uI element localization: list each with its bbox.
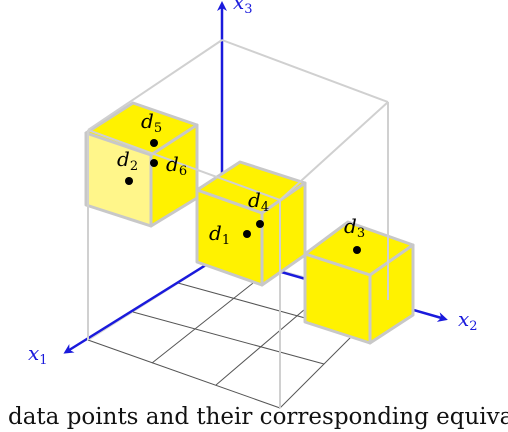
cube-upper-left bbox=[84, 101, 199, 228]
label-d6: d6 bbox=[166, 152, 187, 179]
label-d4: d4 bbox=[248, 188, 269, 215]
figure-caption: data points and their corresponding equi… bbox=[8, 404, 508, 430]
data-points bbox=[125, 139, 361, 254]
point-d5 bbox=[150, 139, 158, 147]
point-d1 bbox=[243, 230, 251, 238]
point-d6 bbox=[150, 159, 158, 167]
cube-right bbox=[303, 220, 415, 345]
label-d2: d2 bbox=[117, 147, 138, 174]
label-d1: d1 bbox=[209, 221, 230, 248]
point-d4 bbox=[256, 220, 264, 228]
point-d2 bbox=[125, 177, 133, 185]
label-d5: d5 bbox=[141, 109, 162, 136]
axis-label-x1: x1 bbox=[28, 341, 48, 368]
axis-label-x3: x3 bbox=[233, 0, 253, 17]
label-d3: d3 bbox=[344, 214, 365, 241]
axis-label-x2: x2 bbox=[458, 307, 478, 334]
outer-box-front-edges bbox=[87, 39, 389, 408]
point-d3 bbox=[353, 246, 361, 254]
x1-axis bbox=[63, 253, 223, 354]
